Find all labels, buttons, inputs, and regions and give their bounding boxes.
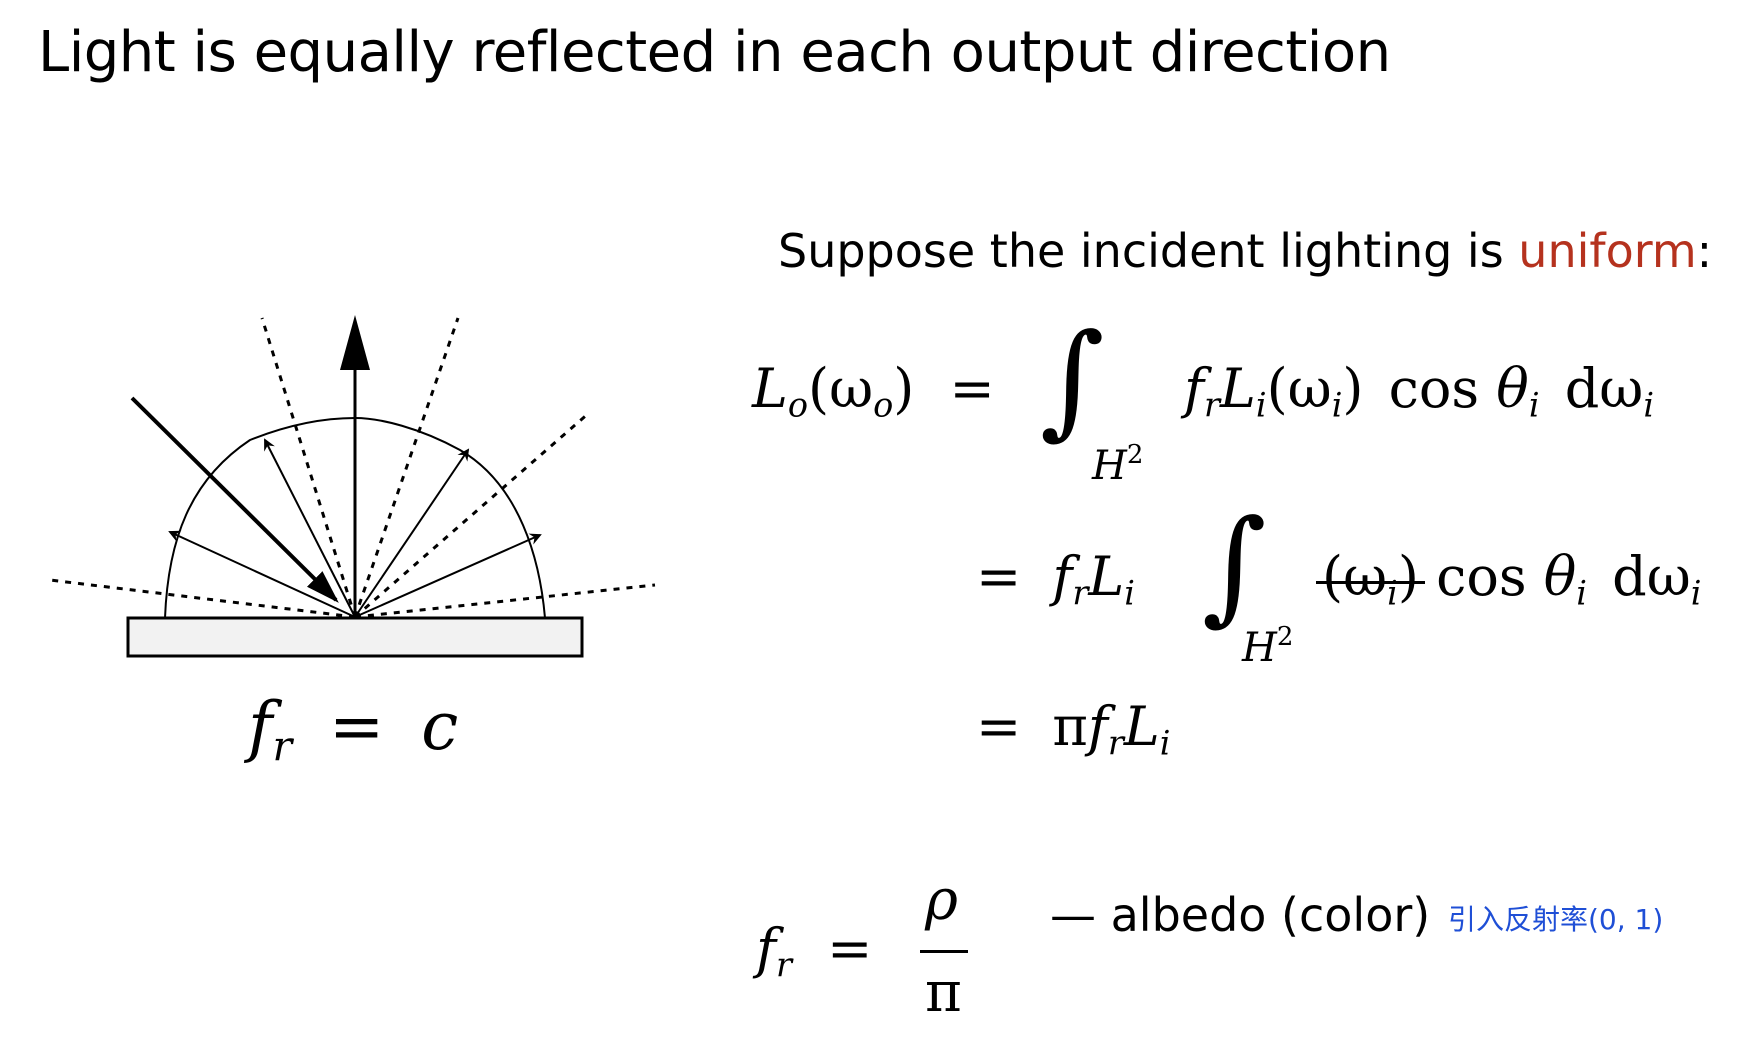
integral-domain-1: H2 bbox=[1092, 440, 1144, 489]
rendering-eq-line1-lhs: Lo(ωo) = bbox=[752, 357, 995, 425]
rendering-eq-line3: = πfrLi bbox=[976, 695, 1171, 763]
albedo-lhs: fr = bbox=[756, 917, 873, 985]
uniform-highlight: uniform bbox=[1518, 224, 1697, 278]
reflected-arrows bbox=[168, 438, 542, 618]
slide-title: Light is equally reflected in each outpu… bbox=[38, 20, 1391, 85]
albedo-chinese-note: 引入反射率(0, 1) bbox=[1448, 903, 1664, 936]
albedo-denominator: π bbox=[925, 960, 962, 1025]
uniform-lighting-intro: Suppose the incident lighting is uniform… bbox=[778, 224, 1713, 278]
albedo-note: — albedo (color) bbox=[1050, 888, 1431, 942]
albedo-numerator: ρ bbox=[925, 868, 958, 933]
surface-slab bbox=[126, 616, 584, 658]
incident-arrow bbox=[130, 396, 339, 603]
normal-arrowhead bbox=[340, 315, 370, 370]
rendering-eq-line2-prefix: = frLi bbox=[976, 545, 1135, 613]
diffuse-reflection-diagram bbox=[49, 315, 656, 658]
integral-domain-2: H2 bbox=[1242, 622, 1294, 671]
integral-sign-2: ∫ bbox=[1202, 494, 1267, 638]
integral-sign-1: ∫ bbox=[1040, 308, 1105, 452]
brdf-constant-caption: fr = c bbox=[248, 688, 459, 771]
albedo-fraction-line bbox=[920, 950, 968, 953]
rendering-eq-line2-rhs: (ωi) cos θi dωi bbox=[1316, 545, 1702, 613]
rendering-eq-line1-rhs: frLi(ωi) cos θi dωi bbox=[1184, 357, 1655, 425]
dotted-lines bbox=[49, 317, 656, 619]
struck-incident-term: (ωi) bbox=[1316, 545, 1425, 613]
